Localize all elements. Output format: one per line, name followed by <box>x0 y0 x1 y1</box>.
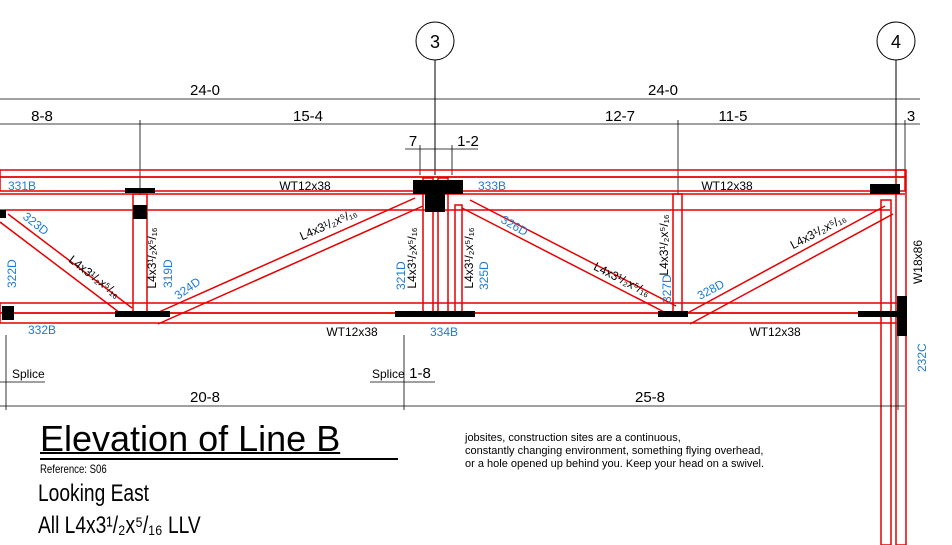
dimension-row-top <box>0 95 920 195</box>
safety-note: jobsites, construction sites are a conti… <box>465 432 825 471</box>
view-direction: Looking East <box>38 480 150 507</box>
mark-321D[interactable]: 321D <box>394 261 408 290</box>
mark-325D[interactable]: 325D <box>477 261 491 290</box>
mark-333B[interactable]: 333B <box>478 179 506 193</box>
dim-bottom-1: 20-8 <box>190 389 220 406</box>
mark-324D[interactable]: 324D <box>172 274 204 302</box>
safety-note-line-2: constantly changing environment, somethi… <box>465 445 764 457</box>
bottom-chord-label-2: WT12x38 <box>749 325 801 339</box>
grid-label-4: 4 <box>891 32 901 52</box>
vertical-label-3: L4x3¹/₂x⁵/₁₆ <box>462 227 476 288</box>
mark-334B[interactable]: 334B <box>430 325 458 339</box>
top-chord-label-2: WT12x38 <box>701 179 753 193</box>
dim-mid-4: 11-5 <box>719 108 748 125</box>
mark-232C[interactable]: 232C <box>915 343 929 372</box>
vertical-label-1: L4x3¹/₂x⁵/₁₆ <box>145 227 159 288</box>
dim-mid-1: 8-8 <box>31 108 53 125</box>
vertical-label-4: L4x3¹/₂x⁵/₁₆ <box>657 214 671 275</box>
top-chord-label-1: WT12x38 <box>279 179 331 193</box>
dim-small-2: 1-2 <box>457 133 479 150</box>
mark-322D[interactable]: 322D <box>5 259 19 288</box>
mark-323D[interactable]: 323D <box>20 209 51 238</box>
dim-mid-3: 12-7 <box>605 108 635 125</box>
splice-label-1: Splice <box>12 367 45 381</box>
dim-small-1: 7 <box>409 133 417 150</box>
dim-splice: 1-8 <box>409 365 431 382</box>
all-members-note: All L4x3¹/₂x⁵/₁₆ LLV <box>38 512 201 539</box>
page-title: Elevation of Line B <box>40 418 341 459</box>
dim-top-2: 24-0 <box>648 82 678 99</box>
diagonal-members[interactable] <box>0 197 894 325</box>
mark-332B[interactable]: 332B <box>28 323 56 337</box>
reference-text: Reference: S06 <box>40 462 107 476</box>
connection-plates <box>0 180 907 336</box>
dim-mid-2: 15-4 <box>293 108 323 125</box>
vertical-label-2: L4x3¹/₂x⁵/₁₆ <box>405 227 419 288</box>
splice-label-2: Splice <box>372 367 405 381</box>
safety-note-line-3: or a hole opened up behind you. Keep you… <box>465 458 765 470</box>
mark-327D[interactable]: 327D <box>660 274 674 303</box>
dim-top-1: 24-0 <box>190 82 220 99</box>
bottom-chord-label-1: WT12x38 <box>326 325 378 339</box>
diagonal-label-2: L4x3¹/₂x⁵/₁₆ <box>298 205 360 243</box>
column-label: W18x86 <box>911 240 925 284</box>
grid-label-3: 3 <box>430 32 440 52</box>
safety-note-line-1: jobsites, construction sites are a conti… <box>465 432 681 444</box>
dim-mid-5: 3 <box>907 108 915 125</box>
dim-bottom-2: 25-8 <box>635 389 665 406</box>
mark-328D[interactable]: 328D <box>695 277 727 303</box>
mark-331B[interactable]: 331B <box>8 179 36 193</box>
mark-319D[interactable]: 319D <box>161 259 175 288</box>
dimension-row-bottom <box>0 335 905 410</box>
